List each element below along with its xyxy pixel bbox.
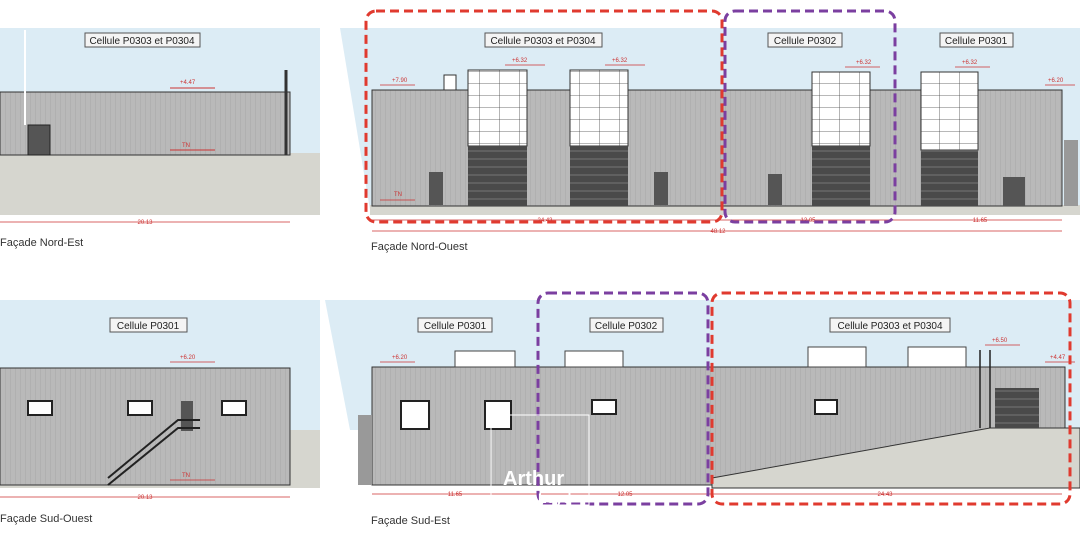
level-label: +6.32	[962, 60, 978, 66]
door	[27, 124, 51, 156]
facade-sud-ouest: Cellule P0301 +6.20 TN 20.13 Façade Sud-…	[0, 300, 320, 525]
stair	[107, 419, 200, 486]
facade-caption: Façade Nord-Ouest	[371, 241, 468, 253]
cell-label: Cellule P0303 et P0304	[89, 36, 195, 47]
facade-caption: Façade Sud-Est	[371, 515, 450, 527]
level-label: +7.90	[392, 78, 408, 84]
cell-label: Cellule P0302	[774, 36, 837, 47]
level-label: +4.47	[180, 80, 196, 86]
watermark-text: Arthur	[503, 468, 564, 490]
level-label: +6.20	[392, 355, 408, 361]
highlight-cell-p0303-p0304	[710, 291, 1072, 506]
level-label: +6.20	[1048, 78, 1064, 84]
dimension-label: 20.13	[137, 220, 153, 226]
level-label: +6.32	[612, 58, 628, 64]
facade-caption: Façade Sud-Ouest	[0, 513, 92, 525]
highlight-cell-p0302	[723, 9, 897, 224]
dimension-label: 20.13	[137, 495, 153, 501]
dimension-label: 11.65	[448, 492, 463, 498]
dimension-label: 24.43	[877, 492, 893, 498]
level-label: +6.32	[856, 60, 872, 66]
facade-caption: Façade Nord-Est	[0, 237, 83, 249]
level-label: TN	[182, 143, 190, 149]
level-label: +4.47	[1050, 355, 1066, 361]
level-label: +6.20	[180, 355, 196, 361]
dimension-total: 48.12	[710, 229, 726, 235]
facade-nord-est: Cellule P0303 et P0304 +4.47 TN 20.13 Fa…	[0, 28, 320, 249]
cell-label: Cellule P0301	[117, 321, 180, 332]
facade-nord-ouest: Cellule P0303 et P0304 Cellule P0302 Cel…	[340, 9, 1080, 253]
cell-label: Cellule P0301	[945, 36, 1008, 47]
watermark-logo: Arthur Loyd	[490, 414, 590, 506]
cell-label: Cellule P0302	[595, 321, 658, 332]
cell-label: Cellule P0303 et P0304	[490, 36, 596, 47]
dimension-label: 24.43	[537, 218, 553, 224]
dimension-label: 11.65	[973, 218, 988, 224]
watermark-text: Loyd	[538, 490, 571, 506]
cell-label: Cellule P0301	[424, 321, 487, 332]
highlight-cell-p0302	[536, 291, 710, 506]
level-label: TN	[182, 473, 190, 479]
facade-sud-est: Cellule P0301 Cellule P0302 Cellule P030…	[325, 291, 1080, 527]
dimension-label: 12.05	[617, 492, 633, 498]
level-label: +6.50	[992, 338, 1008, 344]
highlight-cell-p0303-p0304	[364, 9, 724, 224]
level-label: +6.32	[512, 58, 528, 64]
cell-label: Cellule P0303 et P0304	[837, 321, 943, 332]
level-label: TN	[394, 192, 402, 198]
